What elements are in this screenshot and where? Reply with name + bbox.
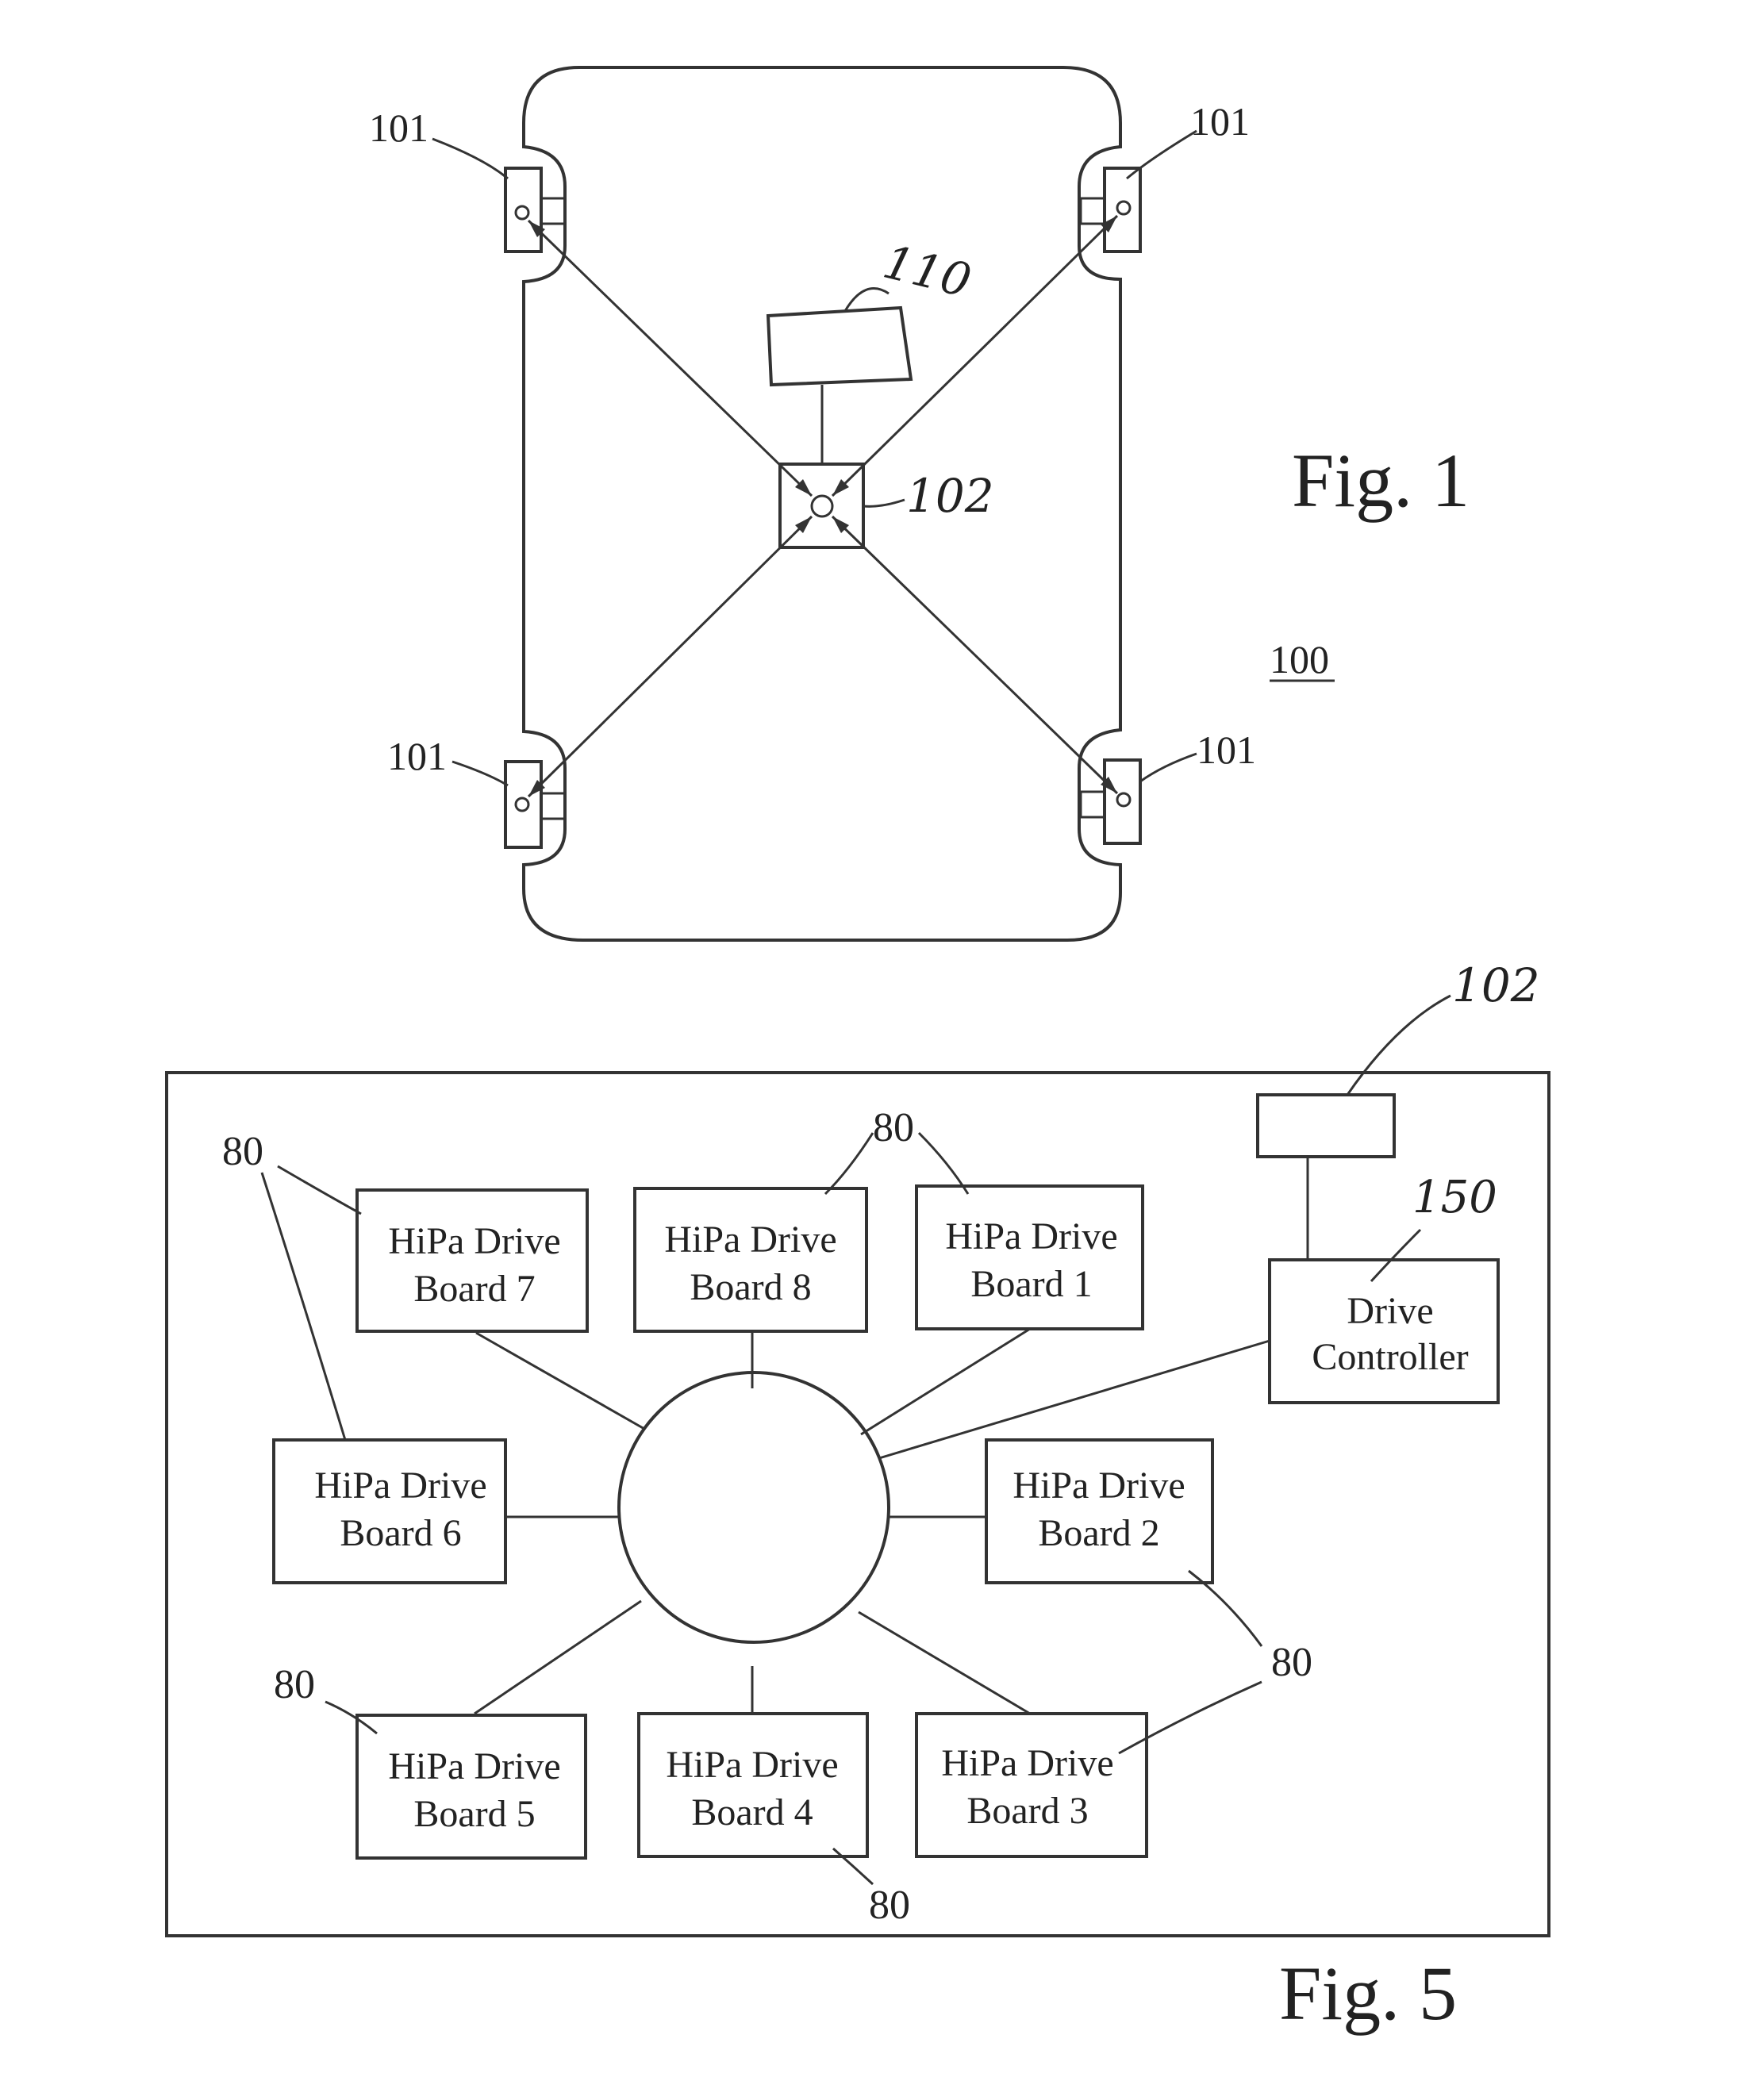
board-1: HiPa Drive Board 1 <box>916 1186 1143 1329</box>
board-4: HiPa Drive Board 4 <box>639 1714 867 1856</box>
label-80-top-left: 80 <box>222 1129 263 1174</box>
network-hub-circle <box>619 1372 889 1642</box>
board-2: HiPa Drive Board 2 <box>986 1440 1212 1583</box>
spoke-board-3 <box>859 1612 1030 1714</box>
label-80-top-center: 80 <box>873 1105 914 1150</box>
figure-5-caption: Fig. 5 <box>1279 1951 1457 2036</box>
board-1-line1: HiPa Drive <box>945 1215 1117 1257</box>
leader-80-to-board-3 <box>1119 1682 1262 1753</box>
figure-1-caption: Fig. 1 <box>1292 438 1470 523</box>
board-8: HiPa Drive Board 8 <box>635 1188 866 1331</box>
board-2-line1: HiPa Drive <box>1012 1465 1185 1507</box>
board-8-line1: HiPa Drive <box>664 1219 836 1261</box>
label-101-bottom-right: 101 <box>1197 728 1256 772</box>
spoke-board-1 <box>861 1329 1030 1434</box>
board-6-line1: HiPa Drive <box>314 1465 486 1507</box>
drive-controller: Drive Controller <box>1270 1260 1498 1403</box>
board-3: HiPa Drive Board 3 <box>916 1714 1147 1856</box>
board-3-line2: Board 3 <box>966 1790 1088 1832</box>
corner-mount-top-left <box>505 168 565 251</box>
leader-80-to-board-5 <box>325 1702 377 1733</box>
label-80-bottom: 80 <box>869 1883 910 1928</box>
controller-line2: Controller <box>1312 1336 1468 1378</box>
board-4-line1: HiPa Drive <box>666 1744 838 1786</box>
board-5: HiPa Drive Board 5 <box>357 1715 586 1858</box>
corner-mount-bottom-right <box>1081 760 1140 843</box>
label-100: 100 <box>1270 637 1329 681</box>
leader-150 <box>1371 1230 1420 1281</box>
corner-mount-bottom-left <box>505 762 565 847</box>
board-3-line1: HiPa Drive <box>941 1742 1113 1784</box>
label-110: 110 <box>878 235 977 309</box>
leader-80-to-board-6 <box>262 1173 345 1440</box>
corner-mount-top-right <box>1081 168 1140 251</box>
label-102-hub: 102 <box>906 469 994 523</box>
figure-1: 101 101 101 101 110 102 Fig. 1 100 <box>369 67 1470 940</box>
leader-101-top-left <box>432 139 508 179</box>
label-102-sensor: 102 <box>1452 958 1540 1012</box>
label-80-right: 80 <box>1271 1640 1312 1685</box>
cable-bottom-right <box>832 516 1117 793</box>
controller-line1: Drive <box>1347 1290 1433 1332</box>
board-1-line2: Board 1 <box>970 1263 1092 1305</box>
leader-80-to-board-8 <box>825 1133 873 1194</box>
chassis-outline <box>524 67 1120 940</box>
cable-bottom-left <box>528 516 812 797</box>
label-101-bottom-left: 101 <box>387 734 447 778</box>
label-101-top-right: 101 <box>1190 99 1250 144</box>
leader-101-top-right <box>1127 131 1197 179</box>
leader-101-bottom-left <box>452 762 508 785</box>
board-7-line1: HiPa Drive <box>388 1220 560 1262</box>
box-110 <box>768 308 911 385</box>
spoke-board-5 <box>475 1601 641 1714</box>
board-6: HiPa Drive Board 6 <box>274 1440 505 1583</box>
board-5-line2: Board 5 <box>413 1793 535 1835</box>
board-4-line2: Board 4 <box>691 1791 813 1833</box>
board-7: HiPa Drive Board 7 <box>357 1190 587 1331</box>
leader-101-bottom-right <box>1140 754 1197 781</box>
spoke-board-7 <box>476 1333 644 1429</box>
leader-102-sensor <box>1347 996 1451 1095</box>
label-80-bottom-left: 80 <box>274 1662 315 1707</box>
board-8-line2: Board 8 <box>690 1266 811 1308</box>
leader-80-to-board-7 <box>278 1166 361 1214</box>
figure-5: HiPa Drive Board 7 HiPa Drive Board 8 Hi… <box>167 958 1549 2036</box>
label-150: 150 <box>1412 1172 1497 1223</box>
board-6-line2: Board 6 <box>340 1512 461 1554</box>
label-101-top-left: 101 <box>369 106 428 150</box>
board-2-line2: Board 2 <box>1038 1512 1159 1554</box>
board-5-line1: HiPa Drive <box>388 1745 560 1787</box>
board-7-line2: Board 7 <box>413 1268 535 1310</box>
leader-102-hub <box>863 500 905 506</box>
sensor-box-102 <box>1258 1095 1394 1157</box>
